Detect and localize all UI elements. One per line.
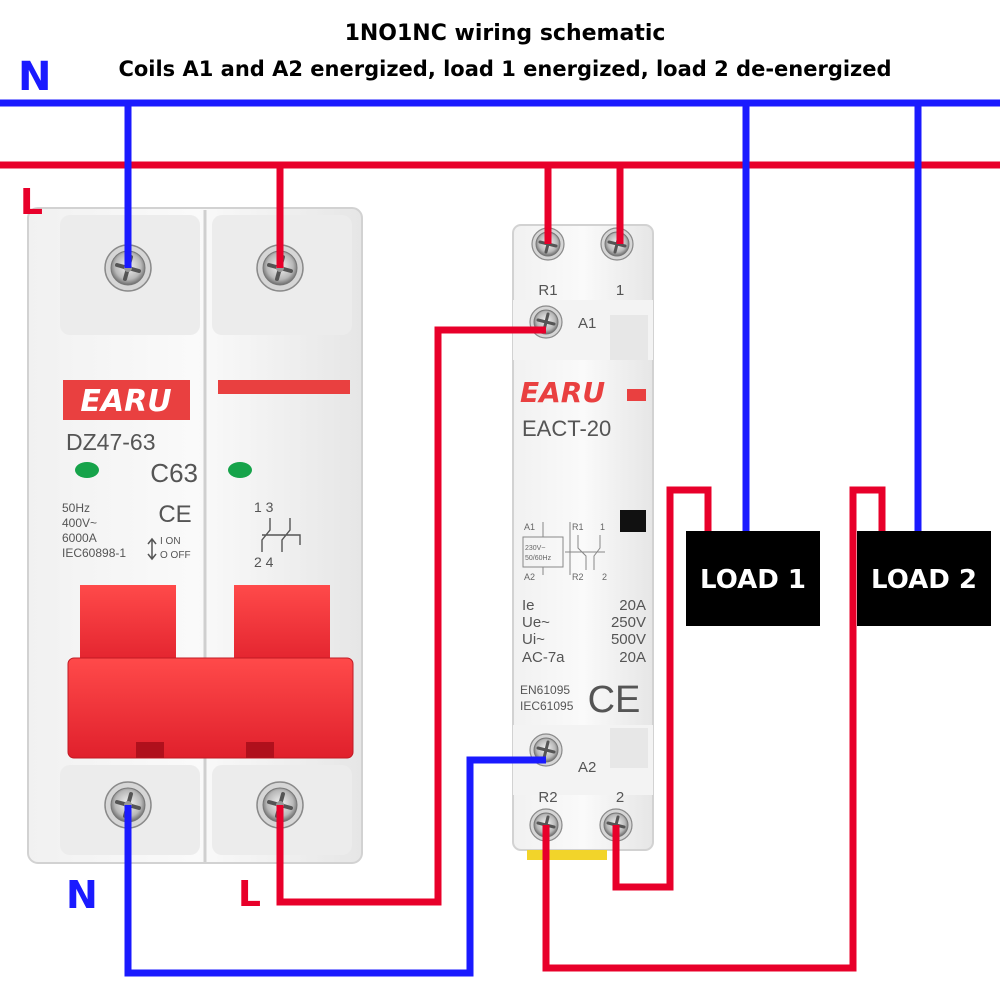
wire-contactor-2-to-load-1 [612,486,712,891]
standard-en: EN61095 [520,683,570,697]
rating-ac7a-value: 20A [619,649,646,666]
contactor-terminal-2: 2 [616,789,624,806]
diagram-voltage: 230V~ [525,545,545,552]
load-1: LOAD 1 [686,531,820,626]
breaker-out-live-label: L [238,874,261,915]
contactor-terminal-r1: R1 [538,282,557,299]
breaker-terminals-top: 1 3 [254,499,274,515]
breaker-model: DZ47-63 [66,429,155,455]
breaker-red-stripe [218,380,350,394]
breaker-spec-freq: 50Hz [62,501,90,515]
contactor-brand: EARU [520,376,605,409]
live-bus-label: L [20,182,43,223]
contactor-yellow-tab [527,850,607,860]
rating-ui-label: Ui~ [522,631,545,648]
breaker-toggle-left[interactable] [80,585,176,670]
rating-ac7a-label: AC-7a [522,649,565,666]
rating-ue-label: Ue~ [522,614,550,631]
load-2-label: LOAD 2 [871,565,977,595]
breaker-brand-badge [63,380,190,420]
breaker-toggle-right[interactable] [234,585,330,670]
contactor-model: EACT-20 [522,416,611,441]
switch-arrow-icon [147,537,157,561]
load-1-label: LOAD 1 [700,565,806,595]
breaker-terminals-bottom: 2 4 [254,554,274,570]
contactor-ce-mark: CE [588,679,641,721]
breaker-spec-capacity: 6000A [62,531,97,545]
load-2: LOAD 2 [857,531,991,626]
wire-contactor-r2-to-load-2 [542,486,886,972]
breaker-spec-voltage: 400V~ [62,516,97,530]
contactor-coil-a2: A2 [578,759,596,776]
breaker-symbol-icon [261,518,301,552]
breaker-spec-standard: IEC60898-1 [62,546,126,560]
diagram-freq: 50/60Hz [525,555,552,562]
breaker-indicator-right [228,462,252,478]
diagram-t1: 1 [600,522,605,532]
standard-iec: IEC61095 [520,699,574,713]
contactor-terminal-1: 1 [616,282,624,299]
rating-ue-value: 250V [611,614,646,631]
breaker-handle-bar[interactable] [67,657,354,759]
contactor-coil-a1: A1 [578,315,596,332]
breaker-switch-on: I ON [160,536,181,547]
rating-ui-value: 500V [611,631,646,648]
breaker-ce-mark: CE [158,501,191,528]
neutral-bus-label: N [18,54,51,100]
breaker-indicator-left [75,462,99,478]
breaker-switch-off: O OFF [160,550,191,561]
diagram-r2: R2 [572,572,584,582]
breaker-out-neutral-label: N [66,873,98,917]
breaker-brand: EARU [80,384,171,419]
wire-breaker-live-to-a1 [276,326,546,906]
contactor-terminal-r2: R2 [538,789,557,806]
contactor-brand-mark [627,389,646,401]
breaker-handle-slot-left [136,742,164,758]
diagram-title: 1NO1NC wiring schematic [345,21,666,46]
contactor-internal-diagram: A1 A2 230V~ 50/60Hz R1 R2 1 2 [522,510,646,582]
diagram-t2: 2 [602,572,607,582]
rating-ie-value: 20A [619,597,646,614]
contactor: R1 1 A1 EARU EACT-20 A1 A2 230V~ 50/60Hz… [512,224,654,860]
contactor-indicator-window [620,510,646,532]
circuit-breaker: EARU DZ47-63 C63 50Hz 400V~ 6000A IEC608… [27,207,363,864]
breaker-rating: C63 [150,458,198,488]
diagram-subtitle: Coils A1 and A2 energized, load 1 energi… [118,57,891,81]
diagram-a2: A2 [524,572,535,582]
diagram-r1: R1 [572,522,584,532]
diagram-a1: A1 [524,522,535,532]
wire-breaker-neutral-to-a2 [124,756,546,977]
rating-ie-label: Ie [522,597,535,614]
breaker-handle-slot-right [246,742,274,758]
